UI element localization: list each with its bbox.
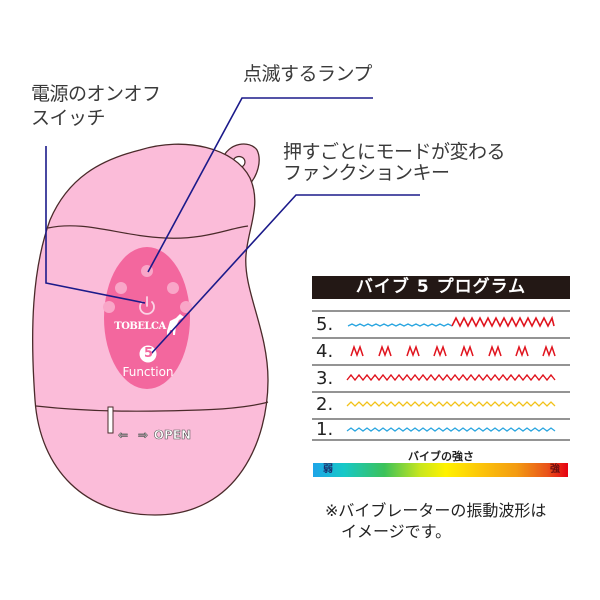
power-switch-callout-line (45, 146, 146, 304)
right-arrow-icon: ⇒ (137, 428, 149, 443)
waveform-program-4 (350, 344, 556, 358)
open-slider-hint: ⇐ ⇒ OPEN (118, 428, 192, 443)
strength-gradient-bar: 弱 強 (313, 463, 568, 477)
program-row-number: 2. (316, 394, 334, 415)
note-line1: ※バイブレーターの振動波形は (325, 501, 547, 520)
blinking-lamp-callout: 点滅するランプ (243, 62, 372, 86)
program-row-number: 1. (316, 419, 334, 440)
lamp-icon (103, 301, 115, 313)
program-row-number: 5. (316, 314, 334, 335)
left-arrow-icon: ⇐ (118, 428, 129, 443)
waveform-program-3 (346, 373, 556, 382)
function-key-label-line1: 押すごとにモードが変わる (283, 141, 506, 163)
lamp-callout-line (147, 97, 373, 273)
brand-logo: TOBELCA (114, 321, 166, 332)
power-switch-label-line1: 電源のオンオフ (31, 83, 161, 105)
waveform-program-5 (347, 315, 555, 328)
lamp-icon (115, 282, 127, 294)
slider-bar[interactable] (107, 406, 114, 434)
lamp-icon (167, 282, 179, 294)
program-row-number: 3. (316, 368, 334, 389)
lower-seam (35, 401, 269, 412)
function-key-callout: 押すごとにモードが変わる ファンクションキー (283, 140, 506, 185)
note-line2: イメージです。 (341, 522, 452, 541)
power-switch-callout: 電源のオンオフ スイッチ (31, 82, 161, 130)
control-panel (104, 247, 190, 389)
strong-label: 強 (550, 464, 560, 475)
open-label: OPEN (153, 428, 192, 443)
waveform-program-1 (346, 427, 556, 432)
function-key-circle[interactable] (139, 345, 157, 363)
lamp-icon (180, 301, 192, 313)
llama-logo-icon (167, 314, 184, 335)
blinking-lamp-label: 点滅するランプ (243, 63, 372, 85)
program-separators (312, 310, 570, 441)
program-table-title: バイブ 5 プログラム (312, 276, 570, 299)
callout-lines (45, 97, 420, 356)
power-icon[interactable] (139, 296, 155, 315)
program-row-number: 4. (316, 341, 334, 362)
function-key-label-line2: ファンクションキー (283, 162, 450, 184)
waveform-program-2 (346, 401, 556, 407)
function-key-number[interactable]: 5 (143, 346, 154, 361)
upper-seam (47, 225, 249, 239)
function-label: Function (122, 365, 174, 379)
function-key-callout-line (149, 194, 420, 356)
power-switch-label-line2: スイッチ (31, 107, 106, 129)
weak-label: 弱 (323, 464, 333, 475)
strength-scale-title: バイブの強さ (408, 450, 474, 463)
